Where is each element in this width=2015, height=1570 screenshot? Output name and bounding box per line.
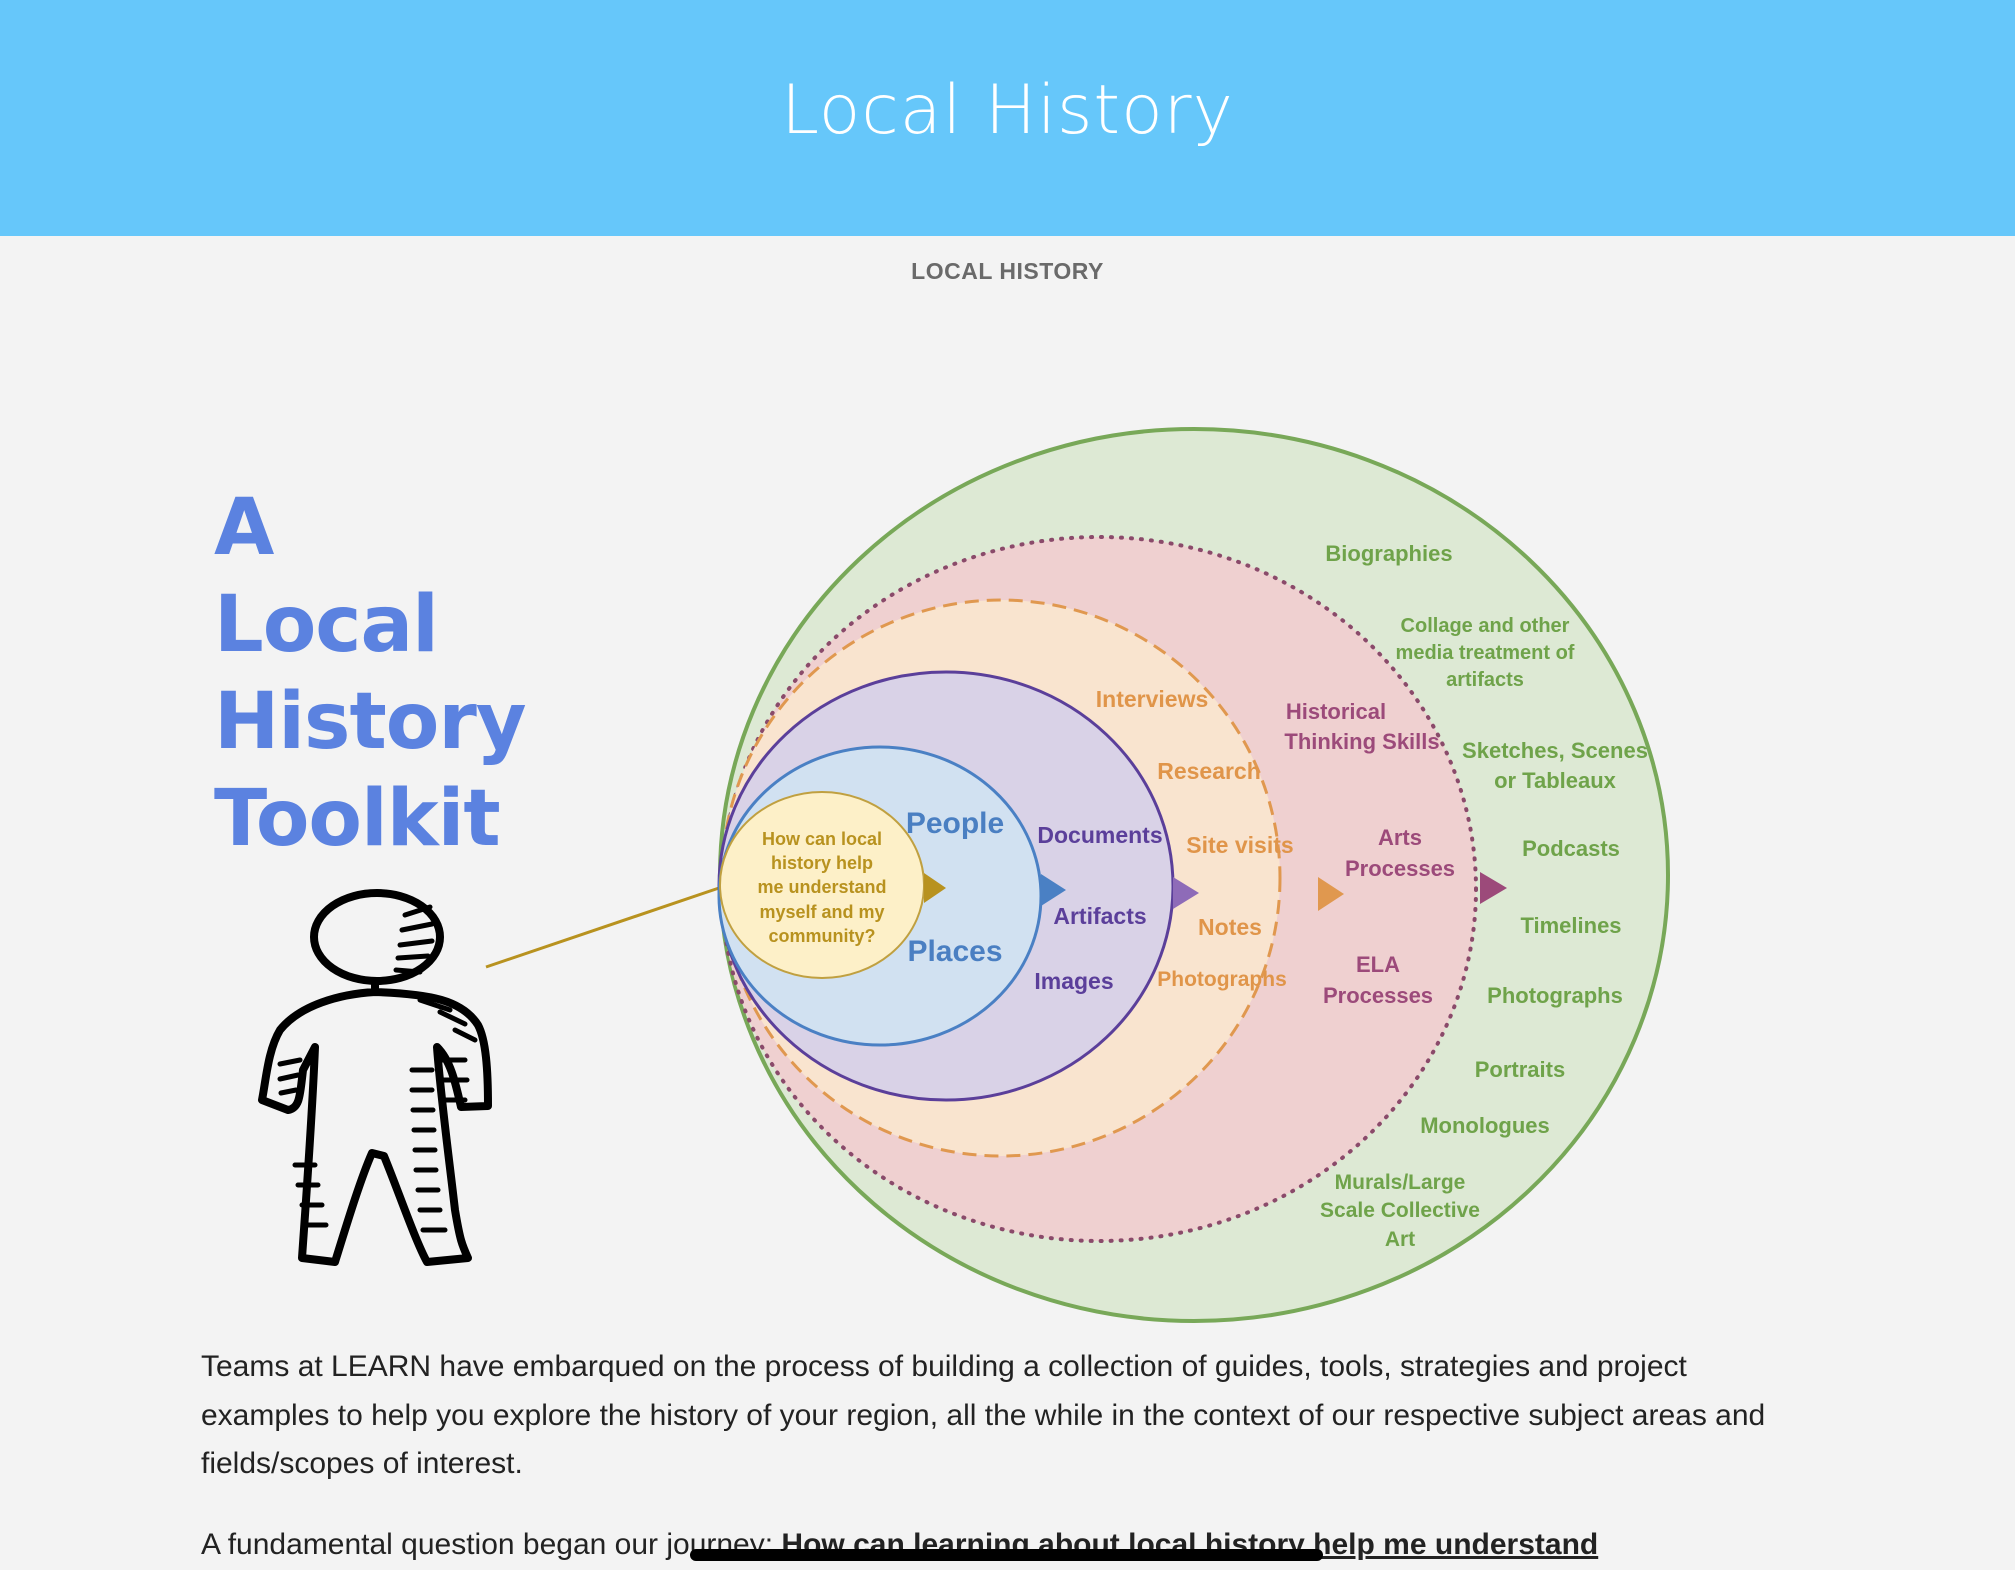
site-title[interactable]: Local History bbox=[781, 70, 1234, 150]
label-sketches: or Tableaux bbox=[1494, 768, 1617, 793]
arrow-icon bbox=[1173, 877, 1199, 909]
arrow-icon bbox=[1480, 872, 1507, 904]
home-indicator[interactable] bbox=[690, 1549, 1323, 1561]
core-line: community? bbox=[768, 926, 875, 946]
label-photographs: Photographs bbox=[1157, 968, 1287, 991]
core-line: history help bbox=[771, 853, 873, 873]
label-research: Research bbox=[1157, 758, 1261, 784]
connector-line bbox=[485, 886, 720, 969]
label-podcasts: Podcasts bbox=[1522, 836, 1620, 861]
label-portraits: Portraits bbox=[1475, 1057, 1565, 1082]
label-site-visits: Site visits bbox=[1186, 832, 1293, 858]
label-interviews: Interviews bbox=[1096, 686, 1209, 712]
label-arts: Processes bbox=[1345, 856, 1455, 881]
label-notes: Notes bbox=[1198, 914, 1262, 940]
label-arts: Arts bbox=[1378, 825, 1422, 850]
label-monologues: Monologues bbox=[1420, 1113, 1550, 1138]
arrow-icon bbox=[924, 873, 946, 903]
label-places: Places bbox=[907, 935, 1002, 968]
title-line: A bbox=[214, 483, 274, 573]
core-question: How can local history help me understand… bbox=[757, 829, 886, 946]
label-historical: Thinking Skills bbox=[1284, 729, 1439, 754]
label-collage: artifacts bbox=[1446, 669, 1524, 691]
breadcrumb: LOCAL HISTORY bbox=[911, 258, 1104, 284]
title-line: Local bbox=[214, 580, 439, 670]
label-ela: Processes bbox=[1323, 983, 1433, 1008]
label-images: Images bbox=[1034, 968, 1113, 994]
label-ela: ELA bbox=[1356, 952, 1400, 977]
question-intro: A fundamental question began our journey… bbox=[201, 1528, 782, 1561]
site-header: Local History bbox=[0, 0, 2015, 236]
label-historical: Historical bbox=[1286, 699, 1386, 724]
label-people: People bbox=[906, 807, 1004, 840]
label-documents: Documents bbox=[1037, 822, 1162, 848]
title-line: History bbox=[214, 677, 527, 767]
label-biographies: Biographies bbox=[1325, 541, 1452, 566]
label-artifacts: Artifacts bbox=[1053, 903, 1146, 929]
label-murals: Art bbox=[1385, 1228, 1415, 1251]
arrow-icon bbox=[1318, 877, 1344, 911]
person-icon bbox=[258, 889, 492, 1266]
core-line: myself and my bbox=[759, 902, 884, 922]
label-timelines: Timelines bbox=[1520, 913, 1621, 938]
core-line: me understand bbox=[757, 877, 886, 897]
label-photographs-green: Photographs bbox=[1487, 983, 1623, 1008]
arrow-icon bbox=[1041, 874, 1066, 906]
label-sketches: Sketches, Scenes bbox=[1462, 738, 1648, 763]
label-collage: Collage and other bbox=[1401, 615, 1570, 637]
person-shading bbox=[277, 904, 478, 1233]
title-line: Toolkit bbox=[214, 774, 501, 864]
label-murals: Murals/Large bbox=[1335, 1171, 1466, 1194]
intro-paragraph: Teams at LEARN have embarqued on the pro… bbox=[201, 1350, 1766, 1480]
core-line: How can local bbox=[762, 829, 882, 849]
label-collage: media treatment of bbox=[1396, 642, 1575, 664]
label-murals: Scale Collective bbox=[1320, 1199, 1480, 1222]
toolkit-title: A Local History Toolkit bbox=[214, 480, 527, 868]
question-paragraph: A fundamental question began our journey… bbox=[201, 1521, 1781, 1570]
